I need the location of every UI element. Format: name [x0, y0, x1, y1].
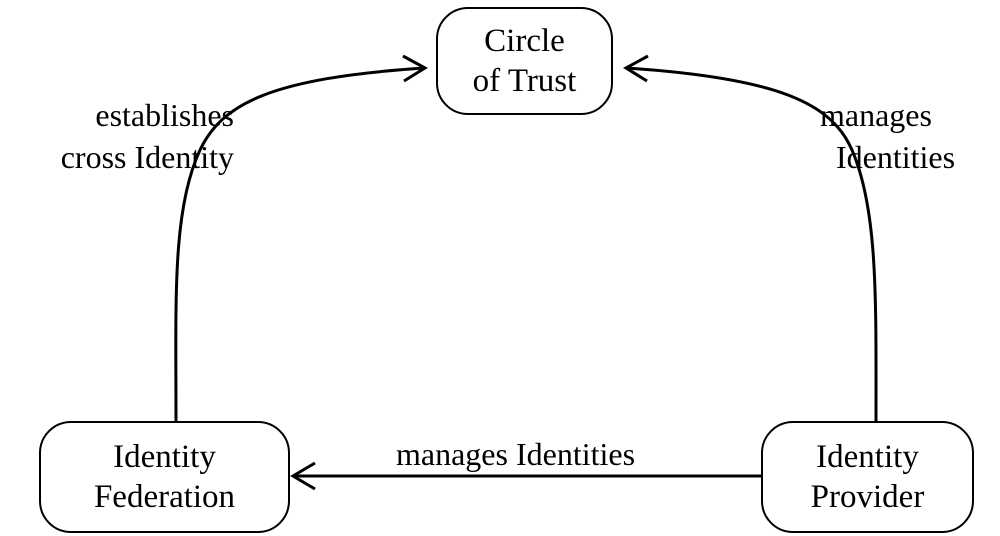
- node-identity-federation: Identity Federation: [39, 421, 290, 533]
- node-identity-provider: Identity Provider: [761, 421, 974, 533]
- node-circle-of-trust-line2: of Trust: [472, 63, 577, 99]
- node-identity-provider-line1: Identity: [816, 439, 919, 475]
- edge-label-federation-to-trust-line1: establishes: [95, 97, 234, 133]
- node-identity-federation-line2: Federation: [93, 479, 236, 515]
- arrowhead-federation-to-trust: [402, 54, 428, 83]
- edge-label-federation-to-trust-line2: cross Identity: [60, 139, 234, 175]
- edge-federation-to-trust: [174, 66, 426, 422]
- arrowhead-provider-to-trust: [623, 54, 649, 83]
- edge-label-federation-to-trust: establishes cross Identity: [61, 94, 234, 178]
- edge-label-provider-to-federation-text: manages Identities: [396, 436, 636, 472]
- node-identity-federation-line1: Identity: [113, 439, 216, 475]
- edge-label-provider-to-trust: manages Identities: [818, 94, 955, 178]
- node-circle-of-trust: Circle of Trust: [436, 7, 613, 115]
- arrowhead-provider-to-federation: [290, 461, 316, 491]
- node-identity-provider-line2: Provider: [810, 479, 925, 515]
- edge-label-provider-to-federation: manages Identities: [396, 433, 635, 475]
- edge-label-provider-to-trust-line2: Identities: [836, 139, 956, 175]
- edge-provider-to-trust: [625, 66, 878, 422]
- node-circle-of-trust-line1: Circle: [484, 23, 565, 59]
- edge-label-provider-to-trust-line1: manages: [820, 97, 932, 133]
